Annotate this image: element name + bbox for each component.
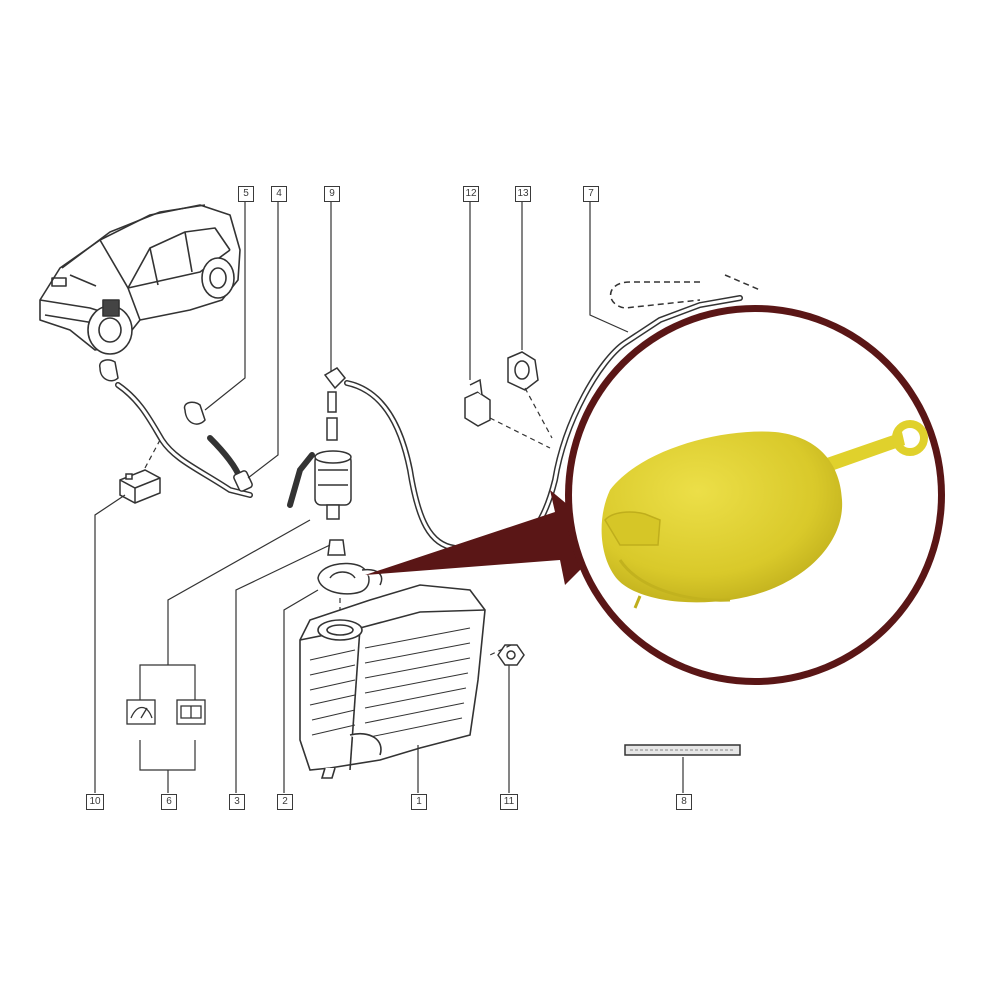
cap-tether-ring [892, 420, 928, 456]
callout-12: 12 [463, 186, 479, 202]
callout-1: 1 [411, 794, 427, 810]
highlight-pointer [365, 490, 610, 585]
yellow-washer-cap [601, 431, 843, 603]
part-11-grommet [497, 644, 525, 666]
leader-lines [94, 202, 684, 793]
part-13-clip [507, 351, 539, 391]
dashed-hose-route [609, 274, 761, 309]
part-2-cap [317, 562, 383, 595]
callout-9: 9 [324, 186, 340, 202]
part-1-reservoir [299, 584, 486, 779]
car-illustration [39, 204, 241, 355]
zoom-callout [565, 305, 945, 685]
callout-7: 7 [583, 186, 599, 202]
callout-5: 5 [238, 186, 254, 202]
rear-jet-part [99, 359, 119, 382]
part-8-strip [624, 744, 741, 756]
callout-4: 4 [271, 186, 287, 202]
part-9-pump [314, 367, 352, 556]
callout-6: 6 [161, 794, 177, 810]
callout-13: 13 [515, 186, 531, 202]
part-4-connector [233, 470, 253, 492]
callout-11: 11 [500, 794, 518, 810]
part-12-clip [464, 378, 491, 427]
part-6-wiper-symbol [126, 699, 206, 725]
callout-2: 2 [277, 794, 293, 810]
part-5-connector [183, 401, 206, 425]
callout-8: 8 [676, 794, 692, 810]
part-10-switch [119, 469, 161, 504]
callout-10: 10 [86, 794, 104, 810]
cap-tether [815, 432, 905, 475]
callout-3: 3 [229, 794, 245, 810]
dashed-guide-lines [144, 387, 553, 656]
